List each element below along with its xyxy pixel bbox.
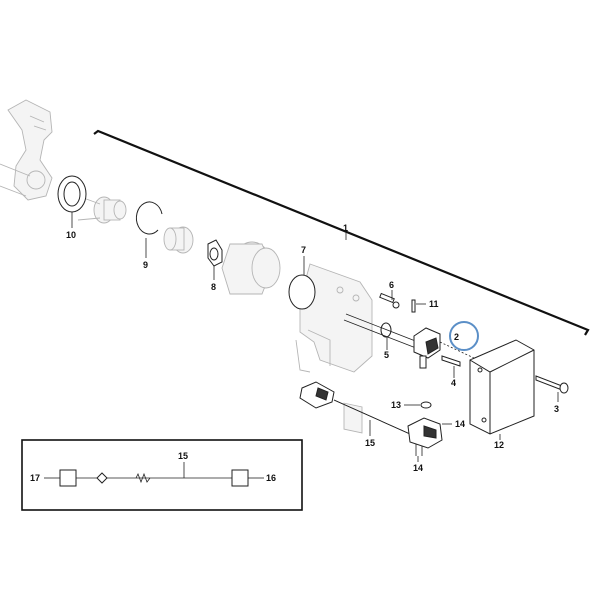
inset-connector-right (231, 469, 249, 487)
callout-14a: 14 (455, 419, 465, 429)
inset-callout-15: 15 (178, 451, 188, 461)
callout-9: 9 (143, 260, 148, 270)
part-14-connector (407, 417, 443, 456)
ghost-hub-parts (77, 195, 281, 295)
callout-11: 11 (429, 299, 439, 309)
callout-3: 3 (554, 404, 559, 414)
ghost-mounting-plate (295, 263, 373, 434)
inset-coil (135, 472, 151, 484)
part-6-screw (379, 292, 400, 309)
callout-6: 6 (389, 280, 394, 290)
part-15-cable (299, 381, 411, 435)
callout-8: 8 (211, 282, 216, 292)
callout-13: 13 (391, 400, 401, 410)
part-5-ring (380, 322, 392, 338)
callout-7: 7 (301, 245, 306, 255)
callout-2: 2 (454, 332, 459, 342)
part-4-bolt (441, 355, 461, 367)
part-13-clip (420, 401, 432, 409)
ghost-lever-arm (0, 99, 53, 201)
inset-callout-16: 16 (266, 473, 276, 483)
inset-connector-left (59, 469, 77, 487)
part-12-cover (469, 339, 535, 435)
sensor-shaft-2 (343, 319, 417, 349)
part-11-pin (411, 299, 416, 313)
highlight-circle (449, 321, 479, 351)
callout-15: 15 (365, 438, 375, 448)
sensor-shaft (345, 313, 419, 343)
inset-callout-17: 17 (30, 473, 40, 483)
sensor-to-box-line (439, 341, 513, 377)
callout-14b: 14 (413, 463, 423, 473)
inset-diamond (96, 472, 108, 484)
part-7-o-ring (288, 274, 316, 310)
callout-10: 10 (66, 230, 76, 240)
callout-1: 1 (343, 223, 348, 233)
callout-4: 4 (451, 378, 456, 388)
part-8-nut (207, 239, 223, 267)
callout-12: 12 (494, 440, 504, 450)
inset-schematic: 15 16 17 (21, 439, 303, 511)
part-9-circlip (135, 201, 163, 235)
callout-5: 5 (384, 350, 389, 360)
assembly-bracket (93, 129, 590, 336)
part-2-sensor (413, 327, 441, 369)
part-3-bolt (535, 375, 569, 394)
part-10-seal-ring (57, 175, 87, 213)
